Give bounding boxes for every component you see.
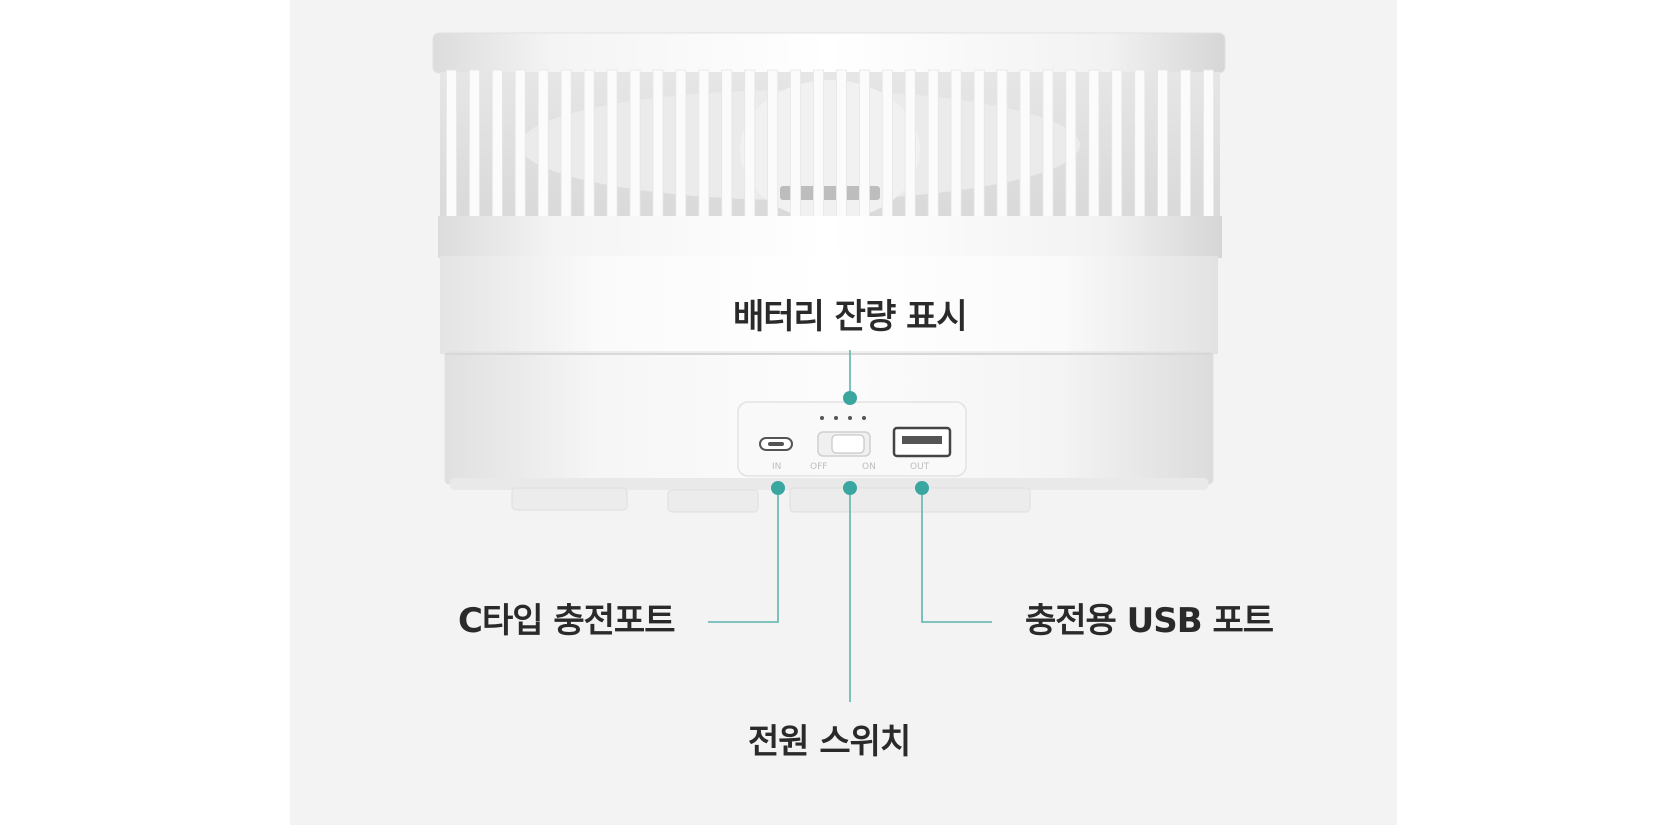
grill-bar bbox=[698, 69, 710, 221]
grill-bar bbox=[859, 69, 870, 221]
grill-bar bbox=[790, 69, 802, 221]
fan-hub bbox=[740, 80, 920, 220]
battery-callout-dot bbox=[843, 391, 857, 405]
grill-bar bbox=[491, 69, 503, 221]
grill-bar bbox=[904, 69, 916, 221]
grill-bar bbox=[560, 69, 572, 221]
grill-bar bbox=[514, 69, 526, 221]
grill-bar bbox=[881, 69, 893, 221]
grill-bar bbox=[583, 69, 595, 221]
grill-bar bbox=[1203, 69, 1215, 221]
grill-bar bbox=[1088, 69, 1100, 221]
base-edge bbox=[450, 478, 1208, 490]
grill-bar bbox=[836, 69, 847, 221]
port-label-off: OFF bbox=[810, 462, 828, 472]
foot-right bbox=[789, 487, 1031, 513]
grill-bar bbox=[927, 69, 939, 221]
grill-lower-ring bbox=[438, 216, 1222, 258]
grill-bar bbox=[721, 69, 733, 221]
light-band bbox=[440, 256, 1218, 354]
port-label-on: ON bbox=[862, 462, 876, 472]
grill-bar bbox=[1042, 69, 1054, 221]
grill-bar bbox=[996, 69, 1008, 221]
grill-bar bbox=[1157, 69, 1169, 221]
grill-bar bbox=[652, 69, 664, 221]
grill-bar bbox=[1134, 69, 1146, 221]
foot-center bbox=[667, 489, 759, 513]
grill-bar bbox=[1019, 69, 1031, 221]
c-port-callout-dot bbox=[771, 481, 785, 495]
fan-illustration bbox=[432, 32, 1226, 702]
grill-bar bbox=[629, 69, 641, 221]
grill-bar bbox=[537, 69, 549, 221]
top-rim bbox=[432, 32, 1226, 74]
callout-lines bbox=[708, 350, 992, 702]
foot-left bbox=[511, 487, 628, 511]
grill-bar bbox=[606, 69, 618, 221]
power-switch-label: 전원 스위치 bbox=[748, 722, 911, 762]
battery-indicator-label: 배터리 잔량 표시 bbox=[733, 297, 968, 337]
grill-bar bbox=[445, 69, 457, 221]
grill-bar bbox=[767, 69, 779, 221]
battery-indicator-dots bbox=[820, 416, 866, 420]
grill-bar bbox=[1111, 69, 1123, 221]
product-image: IN OFF ON OUT 배터리 잔량 표시 C타입 충전포트 전원 스위치 … bbox=[290, 0, 1397, 825]
grill-bar bbox=[973, 69, 985, 221]
usb-callout-dot bbox=[915, 481, 929, 495]
grill-bar bbox=[813, 69, 825, 221]
grill-bar bbox=[1065, 69, 1077, 221]
fan-motor bbox=[780, 186, 880, 200]
grill-bar bbox=[1180, 69, 1192, 221]
switch-callout-dot bbox=[843, 481, 857, 495]
c-port-label: C타입 충전포트 bbox=[458, 601, 675, 641]
port-label-in: IN bbox=[772, 462, 782, 472]
grill-bar bbox=[675, 69, 687, 221]
port-label-out: OUT bbox=[910, 462, 930, 472]
grill-bar bbox=[744, 69, 756, 221]
grill-bar bbox=[468, 69, 480, 221]
grill-bar bbox=[950, 69, 962, 221]
usb-port-label: 충전용 USB 포트 bbox=[1025, 601, 1274, 641]
callout-dots bbox=[771, 391, 929, 495]
